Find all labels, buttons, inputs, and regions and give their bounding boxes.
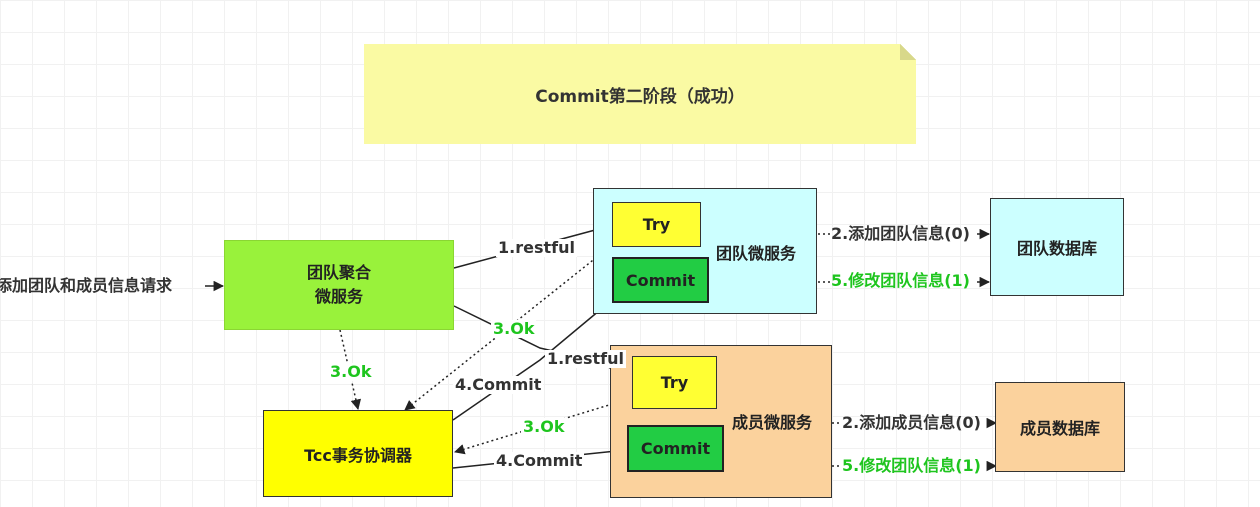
team-aggregate-label-1: 团队聚合 <box>306 263 371 282</box>
team-try-label: Try <box>642 215 671 234</box>
restful-team-label: 1.restful <box>496 238 577 257</box>
diagram-title: Commit第二阶段（成功） <box>535 86 745 107</box>
ok-team-label: 3.Ok <box>491 319 537 338</box>
team-commit-label: Commit <box>625 270 696 290</box>
restful-member-label: 1.restful <box>545 349 626 368</box>
member-try-label: Try <box>660 373 689 392</box>
update-member-label: 5.修改团队信息(1) <box>842 456 981 475</box>
team-commit-box: Commit <box>612 257 709 303</box>
tcc-label: Tcc事务协调器 <box>304 445 412 465</box>
add-member-label: 2.添加成员信息(0) <box>842 413 981 432</box>
ok-member-label: 3.Ok <box>521 417 567 436</box>
member-commit-box: Commit <box>627 425 724 472</box>
team-aggregate-service: 团队聚合 微服务 <box>224 240 454 330</box>
commit-team-label: 4.Commit <box>453 375 544 394</box>
commit-member-label: 4.Commit <box>494 451 585 470</box>
member-db-label: 成员数据库 <box>1019 419 1100 438</box>
edge-commit-team <box>452 299 613 421</box>
add-team-label: 2.添加团队信息(0) <box>831 224 970 243</box>
team-try-box: Try <box>612 202 701 247</box>
member-database: 成员数据库 <box>995 382 1125 472</box>
note-fold-corner <box>900 44 916 60</box>
edge-restful-member <box>453 305 631 381</box>
request-label: 添加团队和成员信息请求 <box>0 276 173 295</box>
edge-ok-member <box>453 397 633 455</box>
member-commit-label: Commit <box>640 439 711 458</box>
tcc-coordinator: Tcc事务协调器 <box>263 410 453 497</box>
update-team-label: 5.修改团队信息(1) <box>831 271 970 290</box>
edge-ok-team <box>404 244 613 411</box>
member-service-label: 成员微服务 <box>732 413 813 432</box>
ok-agg-label: 3.Ok <box>328 362 374 381</box>
team-database: 团队数据库 <box>990 198 1124 296</box>
member-try-box: Try <box>632 356 717 409</box>
team-service-label: 团队微服务 <box>716 244 797 263</box>
team-db-label: 团队数据库 <box>1016 239 1097 258</box>
team-aggregate-label-2: 微服务 <box>314 287 363 306</box>
title-note: Commit第二阶段（成功） <box>364 44 916 144</box>
